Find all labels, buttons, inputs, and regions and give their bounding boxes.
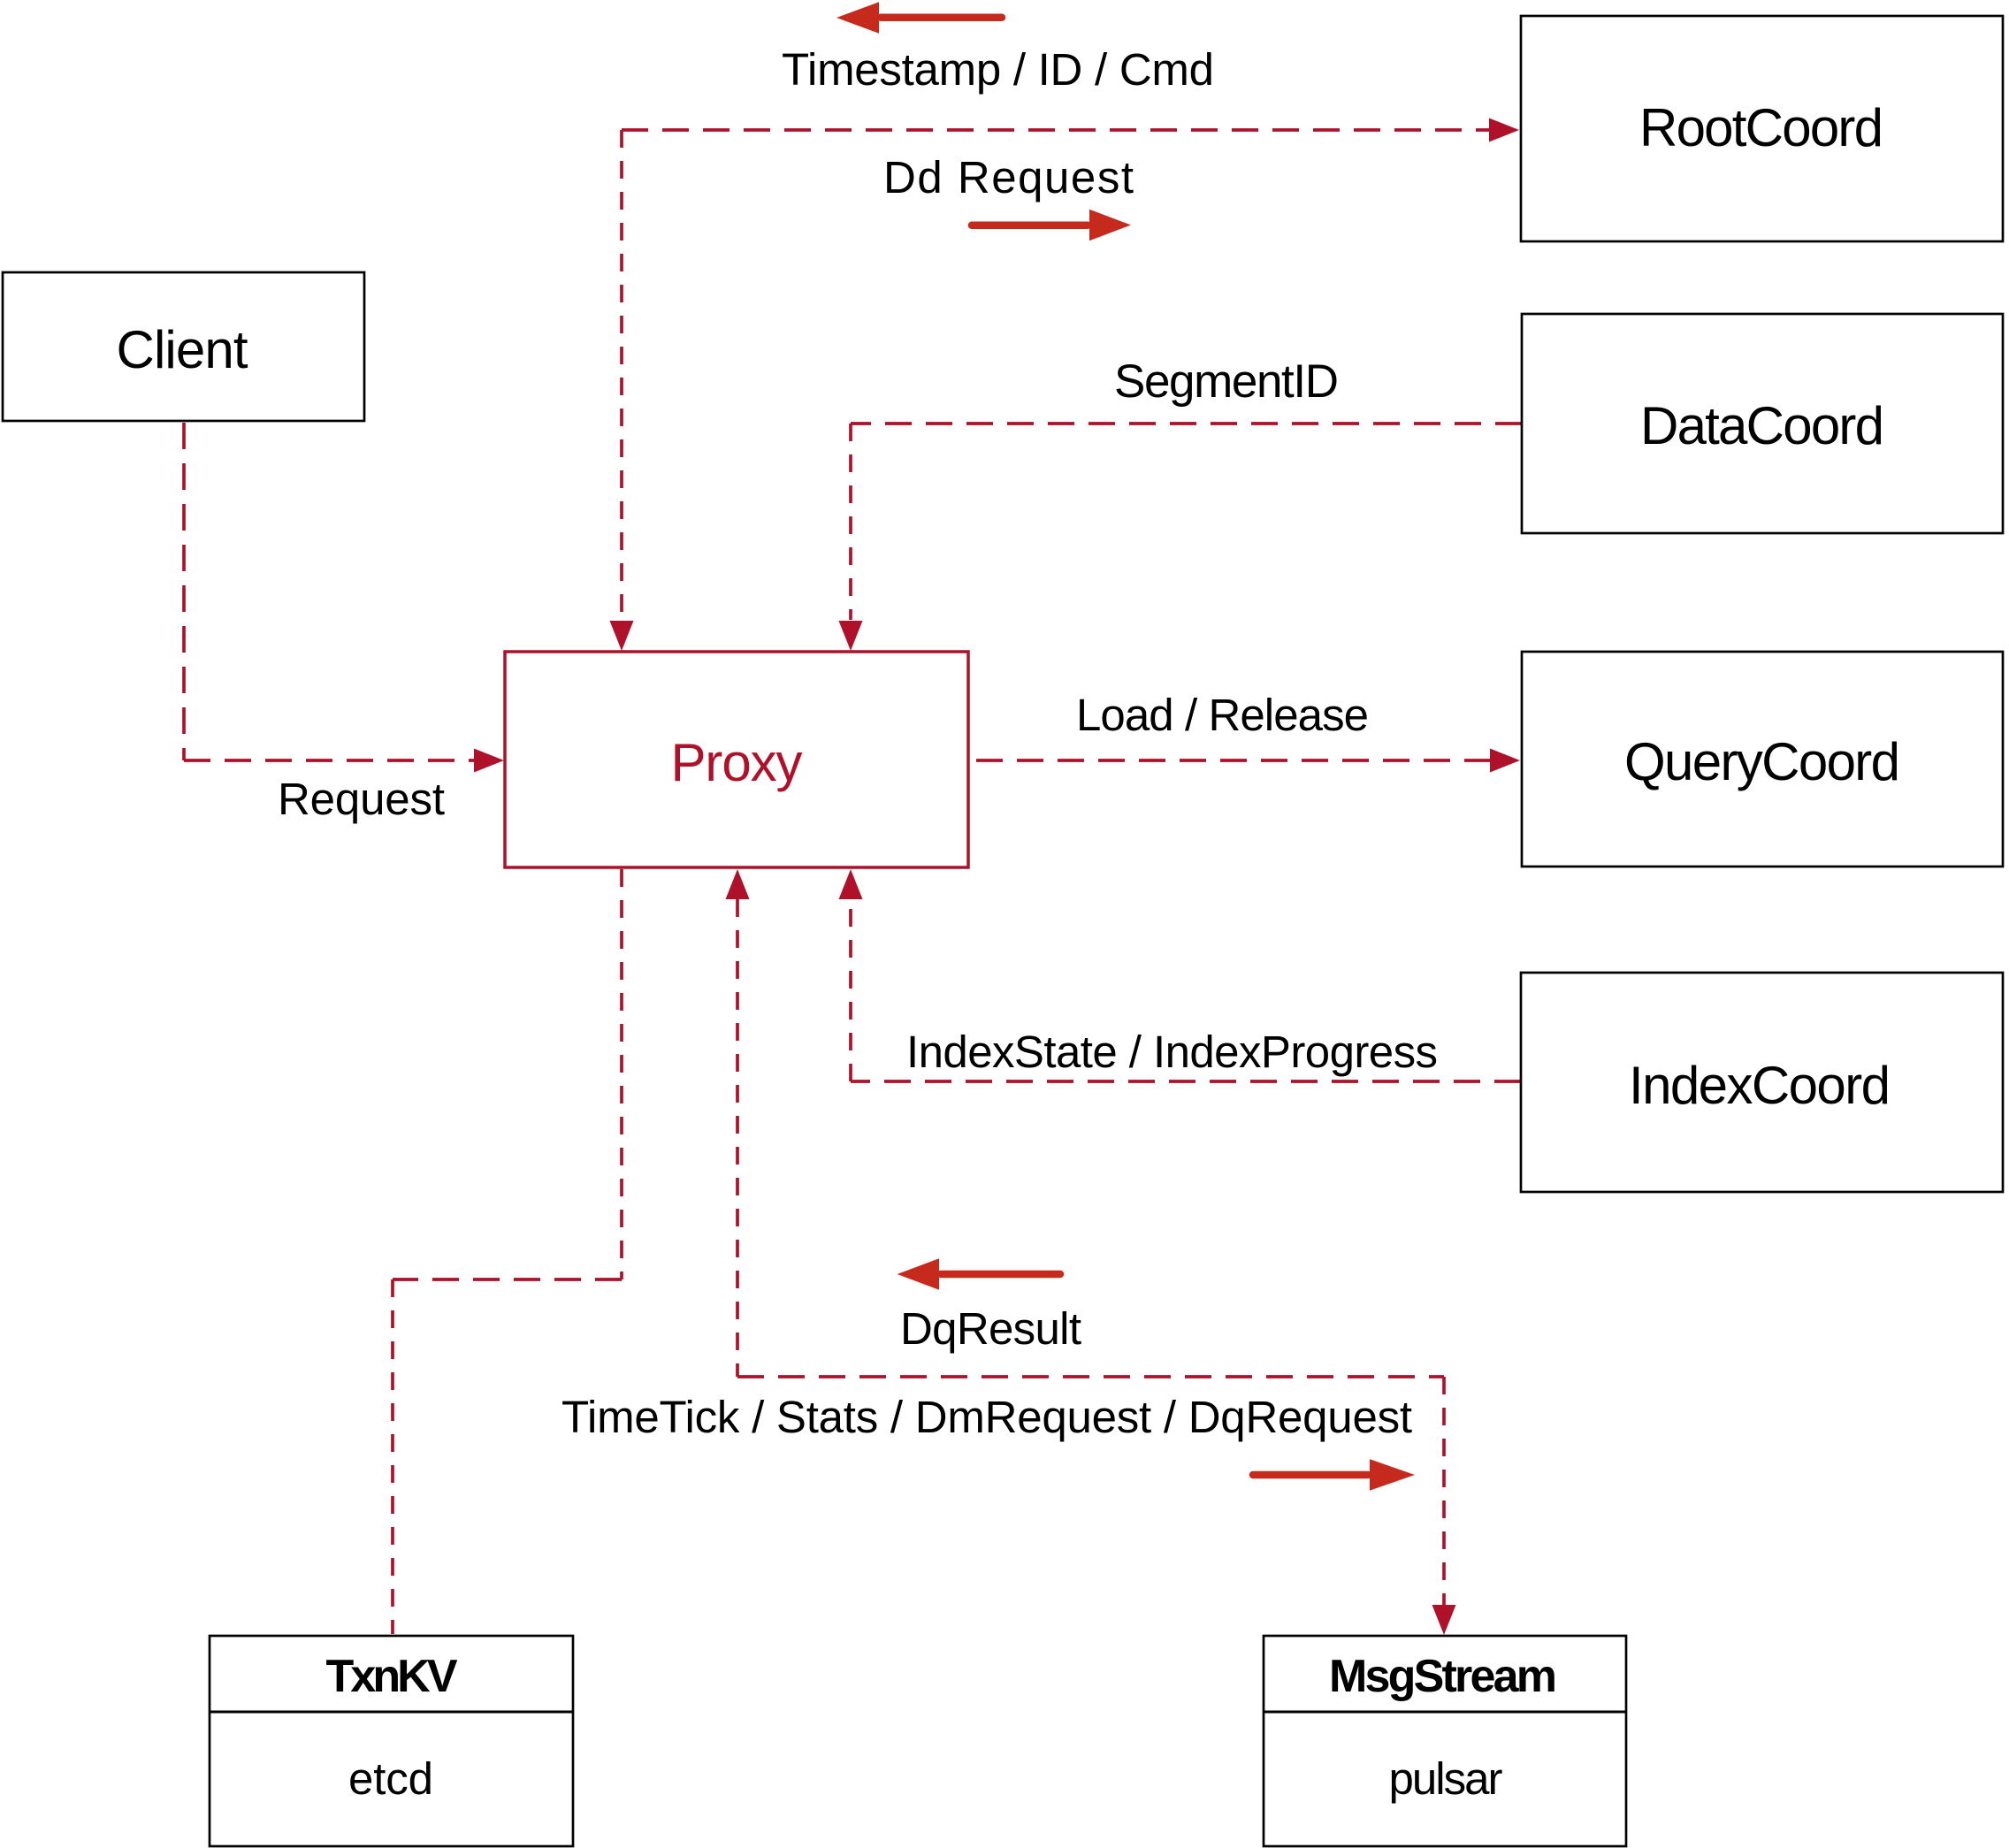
- svg-text:TxnKV: TxnKV: [326, 1651, 458, 1702]
- svg-text:TimeTick / Stats / DmRequest /: TimeTick / Stats / DmRequest / DqRequest: [561, 1392, 1412, 1442]
- svg-text:Proxy: Proxy: [671, 733, 803, 792]
- svg-text:Request: Request: [278, 774, 445, 824]
- svg-text:RootCoord: RootCoord: [1639, 98, 1883, 157]
- svg-text:DataCoord: DataCoord: [1640, 396, 1884, 455]
- svg-text:IndexState / IndexProgress: IndexState / IndexProgress: [906, 1027, 1438, 1077]
- svg-text:DqResult: DqResult: [900, 1303, 1081, 1354]
- svg-text:pulsar: pulsar: [1389, 1753, 1503, 1804]
- svg-text:SegmentID: SegmentID: [1114, 355, 1339, 408]
- svg-text:IndexCoord: IndexCoord: [1629, 1056, 1891, 1115]
- svg-text:Client: Client: [117, 320, 248, 379]
- svg-text:MsgStream: MsgStream: [1329, 1651, 1557, 1702]
- svg-text:etcd: etcd: [348, 1753, 433, 1804]
- svg-text:Dd Request: Dd Request: [883, 152, 1134, 202]
- svg-text:Load / Release: Load / Release: [1076, 690, 1369, 740]
- svg-text:QueryCoord: QueryCoord: [1624, 732, 1900, 791]
- svg-text:Timestamp / ID / Cmd: Timestamp / ID / Cmd: [782, 44, 1214, 95]
